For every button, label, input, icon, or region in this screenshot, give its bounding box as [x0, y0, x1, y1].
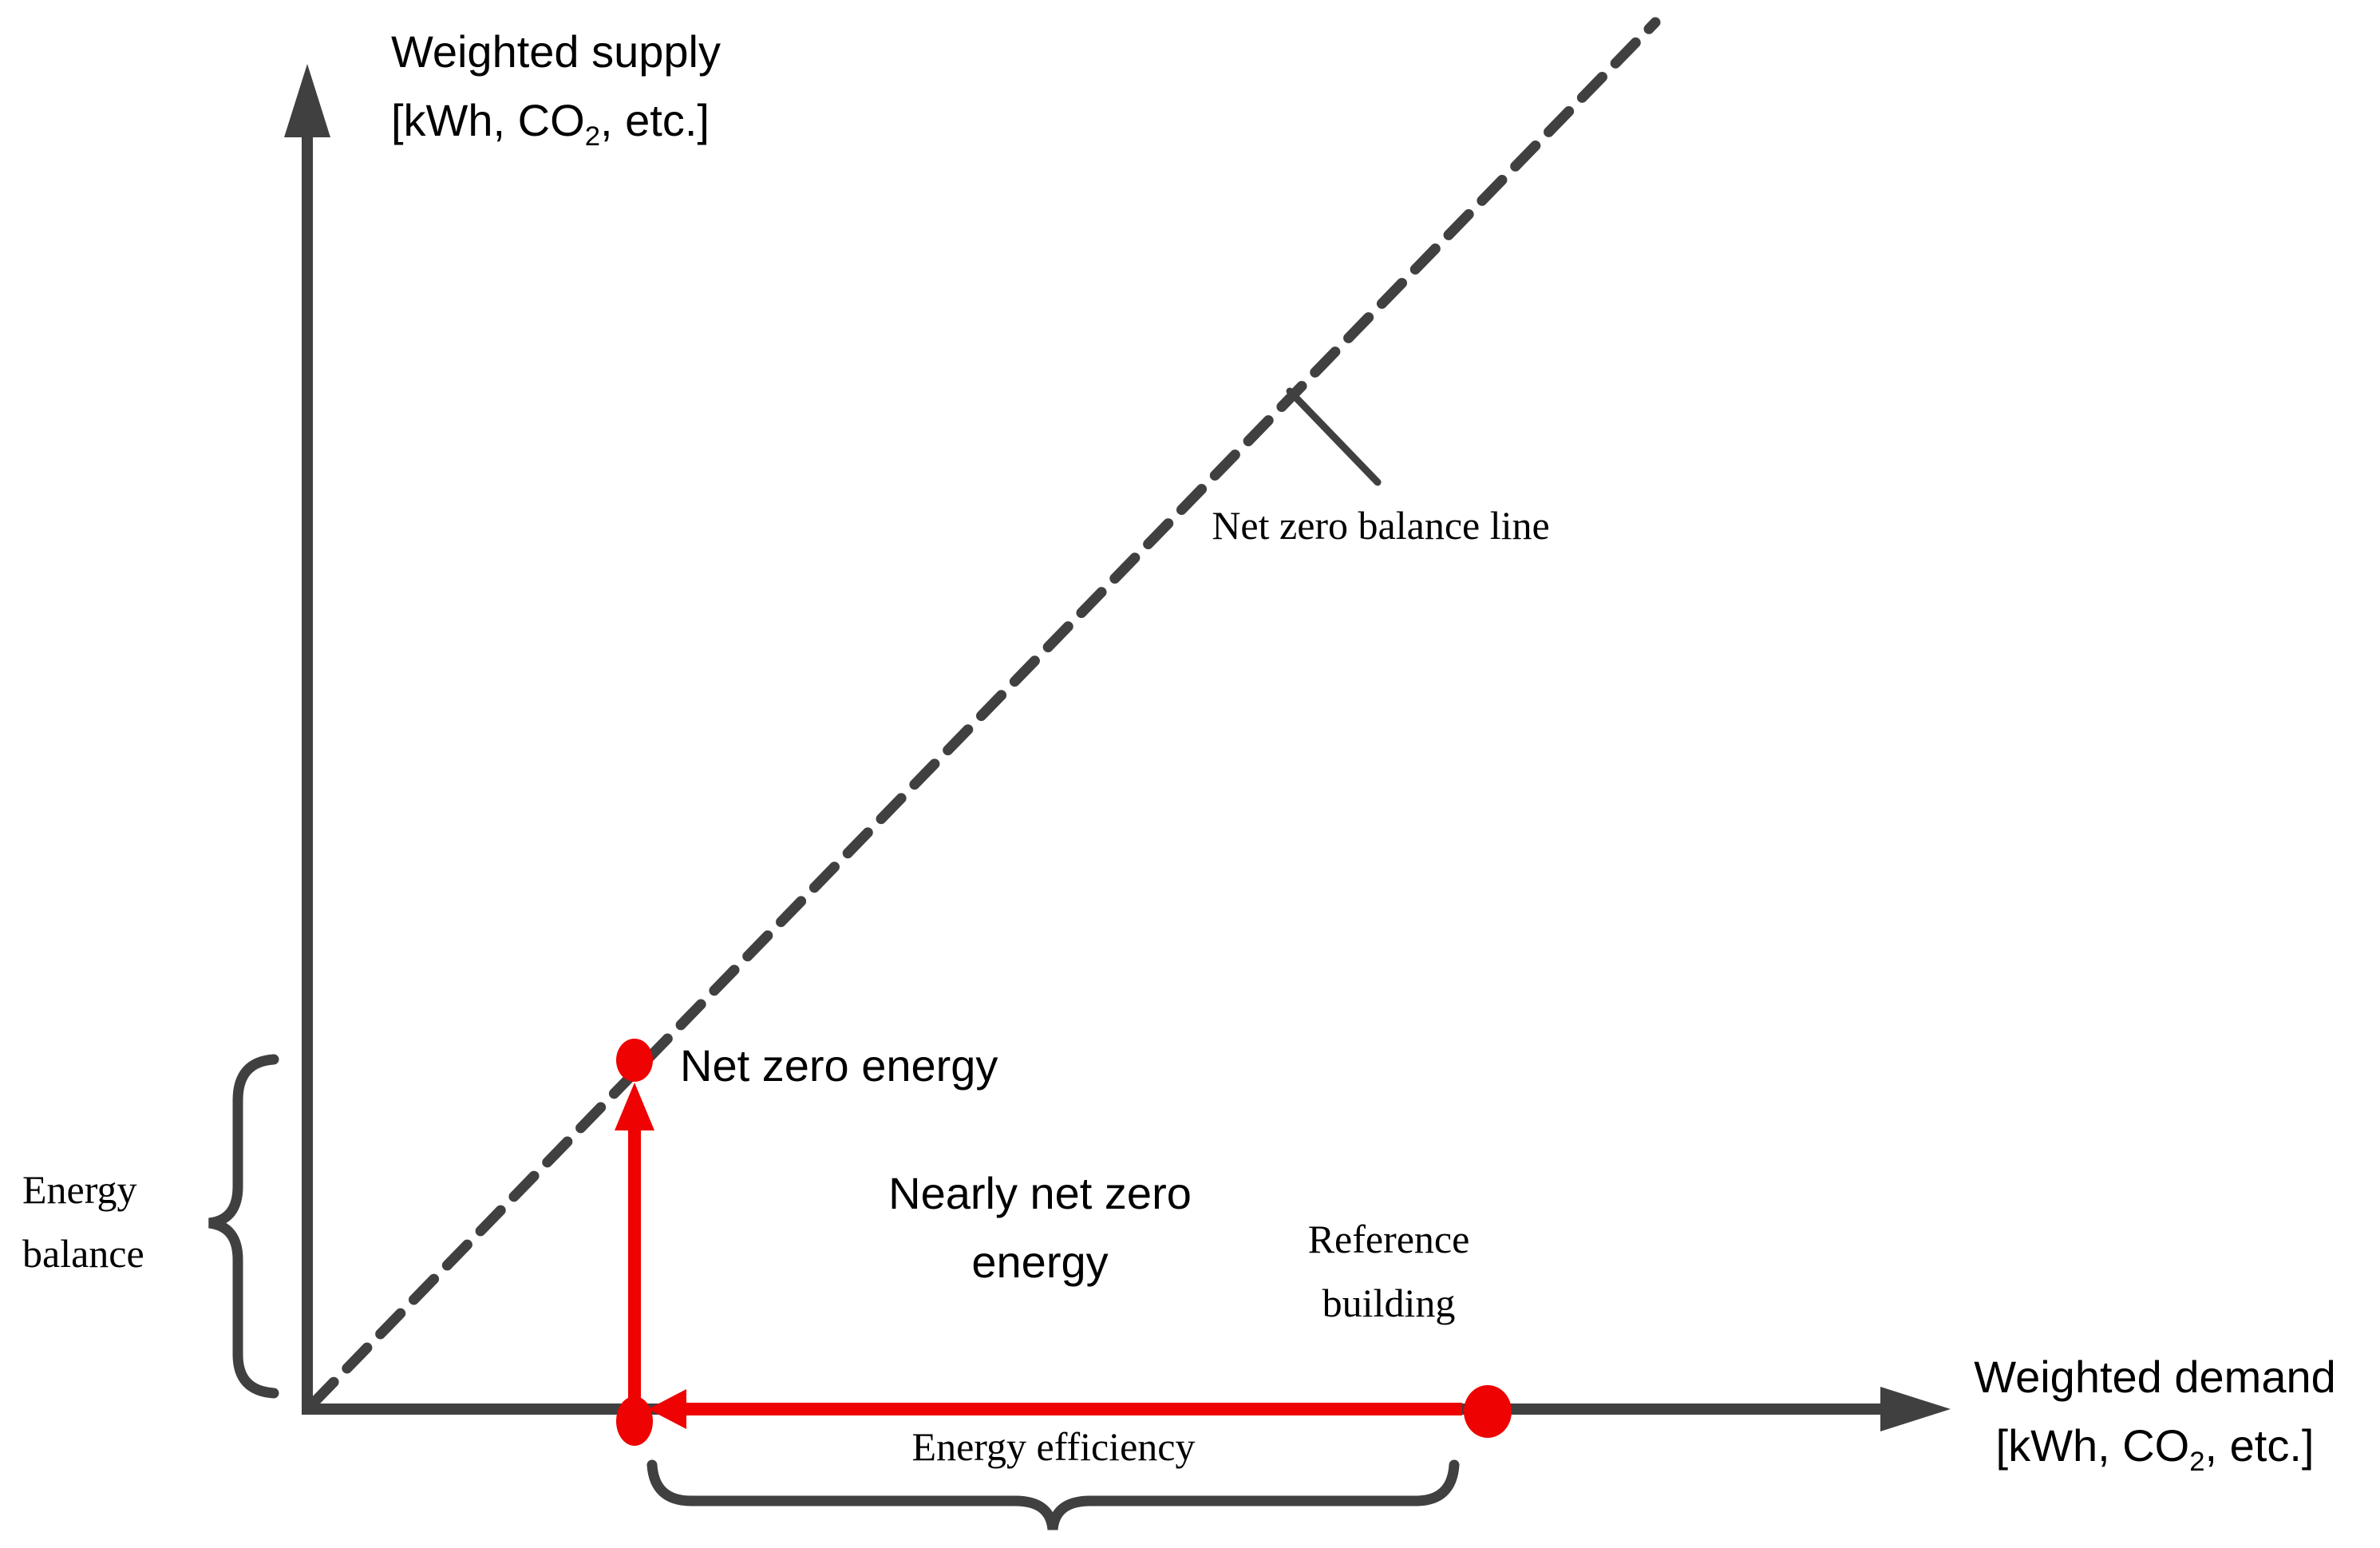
y-axis-units: [kWh, CO2, etc.] [391, 95, 710, 152]
y-axis-arrowhead-icon [284, 64, 330, 137]
net-zero-balance-line-label: Net zero balance line [1212, 503, 1550, 548]
x-axis-units: [kWh, CO2, etc.] [1995, 1420, 2315, 1478]
energy-efficiency-arrowhead-icon [648, 1389, 686, 1429]
reference-building-point [1464, 1385, 1512, 1438]
x-axis-arrowhead-icon [1880, 1387, 1951, 1431]
energy-balance-label: Energy balance [22, 1167, 144, 1276]
y-axis-title: Weighted supply [391, 26, 721, 77]
net-zero-balance-dashed-line [308, 17, 1661, 1408]
x-axis-unit-subscript: 2 [2189, 1447, 2205, 1478]
y-axis-unit-subscript: 2 [584, 121, 600, 152]
net-zero-energy-label: Net zero energy [680, 1040, 998, 1091]
energy-balance-brace [208, 1054, 279, 1399]
energy-efficiency-brace [646, 1459, 1460, 1530]
x-axis-title: Weighted demand [1974, 1352, 2336, 1402]
nearly-net-zero-energy-label: Nearly net zero energy [888, 1168, 1192, 1287]
energy-balance-arrowhead-icon [615, 1083, 654, 1130]
efficient-building-point [616, 1396, 653, 1446]
energy-efficiency-label: Energy efficiency [911, 1424, 1196, 1469]
balance-line-callout [1286, 387, 1382, 486]
y-axis-label: Weighted supply [kWh, CO2, etc.] [391, 18, 721, 155]
net-zero-energy-point [616, 1039, 653, 1082]
x-axis-label: Weighted demand [kWh, CO2, etc.] [1974, 1343, 2336, 1480]
reference-building-label: Reference building [1307, 1217, 1470, 1325]
